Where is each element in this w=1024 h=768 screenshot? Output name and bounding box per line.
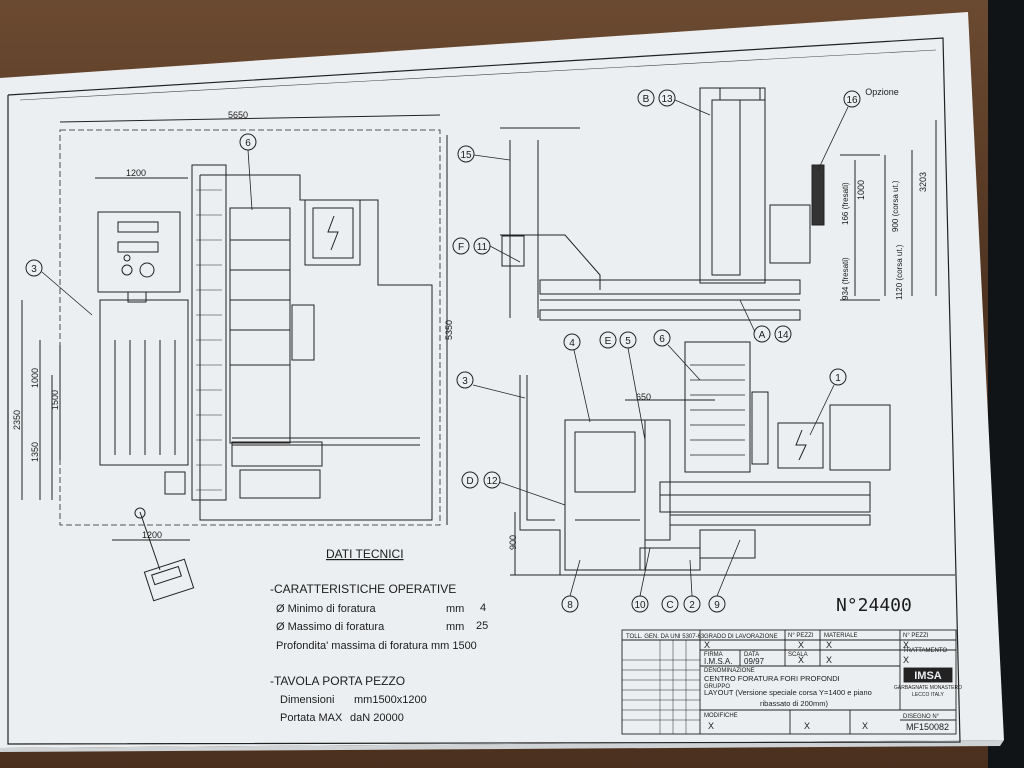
tb-tolerance: TOLL. GEN. DA UNI 5307-63	[626, 634, 705, 640]
tb-denomination-label: DENOMINAZIONE	[704, 668, 755, 674]
tb-drawing-number: MF150082	[906, 722, 949, 732]
company-logo: IMSA	[914, 670, 942, 682]
dim-1120: 1120 (corsa ut.)	[895, 244, 904, 300]
callout-markers	[25, 89, 861, 613]
callout-b: B	[643, 94, 650, 105]
callout-2: 2	[689, 600, 695, 611]
dim-2350: 2350	[12, 410, 22, 430]
dim-1000: 1000	[30, 368, 40, 388]
callout-6: 6	[245, 138, 251, 149]
dim-5350: 5350	[444, 320, 454, 340]
tech-heading: DATI TECNICI	[326, 547, 404, 561]
company-city: GARBAGNATE MONASTERO	[894, 685, 962, 691]
callout-a: A	[759, 330, 766, 341]
table-title: -TAVOLA PORTA PEZZO	[270, 674, 405, 688]
tb-x5: X	[798, 655, 804, 665]
serial-number: N°24400	[836, 595, 912, 616]
title-block	[621, 629, 957, 735]
dim-1200-bottom: 1200	[142, 530, 162, 540]
company-country: LECCO ITALY	[912, 692, 944, 698]
max-load-label: Portata MAX	[280, 712, 343, 724]
tb-modifications-label: MODIFICHE	[704, 713, 738, 719]
tb-date-label: DATA	[744, 652, 759, 658]
tb-description-3: ribassato di 200mm)	[760, 699, 828, 708]
callout-8: 8	[567, 600, 573, 611]
tb-pieces-label: N° PEZZI	[903, 633, 929, 639]
tb-group-label: GRUPPO	[704, 684, 730, 690]
max-drill-label: Ø Massimo di foratura	[276, 621, 385, 633]
tb-x8: X	[708, 721, 714, 731]
callout-5: 5	[625, 336, 631, 347]
callout-16: 16	[846, 95, 858, 106]
dim-5650: 5650	[228, 110, 248, 120]
callout-3b: 3	[462, 376, 468, 387]
min-drill-unit: mm	[446, 603, 464, 615]
tb-x7: X	[903, 655, 909, 665]
dim-1350: 1350	[30, 442, 40, 462]
max-drill-unit: mm	[446, 621, 464, 633]
max-depth: Profondita' massima di foratura mm 1500	[276, 640, 477, 652]
tb-description-2: LAYOUT (Versione speciale corsa Y=1400 e…	[704, 688, 872, 697]
tb-x6: X	[826, 655, 832, 665]
tb-material-label: MATERIALE	[824, 633, 858, 639]
callout-11: 11	[477, 242, 488, 253]
dimensions-label: Dimensioni	[280, 694, 334, 706]
dim-1500: 1500	[50, 390, 60, 410]
tb-x10: X	[862, 721, 868, 731]
max-drill-value: 25	[476, 620, 488, 632]
callout-c: C	[666, 600, 673, 611]
front-view	[510, 341, 955, 576]
callout-10: 10	[634, 600, 646, 611]
tb-x4: X	[903, 640, 909, 650]
callout-15: 15	[460, 150, 472, 161]
tb-signature-label: FIRMA	[704, 652, 723, 658]
tb-grade: GRADO DI LAVORAZIONE	[704, 634, 778, 640]
tb-scale-label: SCALA	[788, 652, 808, 658]
tb-treatment-label: TRATTAMENTO	[903, 648, 947, 654]
tb-replaces: N° PEZZI	[788, 633, 814, 639]
tb-x9: X	[804, 721, 810, 731]
callout-6b: 6	[659, 334, 665, 345]
tb-date: 09/97	[744, 657, 765, 666]
dim-1200-top: 1200	[126, 168, 146, 178]
min-drill-value: 4	[480, 602, 486, 614]
dim-1000-side: 1000	[856, 180, 866, 200]
callout-4: 4	[569, 338, 575, 349]
min-drill-label: Ø Minimo di foratura	[276, 603, 377, 615]
dimensions-value: mm1500x1200	[354, 694, 427, 706]
callout-13: 13	[661, 94, 673, 105]
callout-12: 12	[486, 476, 498, 487]
callout-3: 3	[31, 264, 37, 275]
callout-d: D	[466, 476, 473, 487]
tb-x2: X	[798, 640, 804, 650]
dim-166: 166 (fresati)	[841, 182, 850, 225]
tb-x3: X	[826, 640, 832, 650]
dim-900-corsa: 900 (corsa ut.)	[891, 180, 900, 232]
callout-9: 9	[714, 600, 720, 611]
dim-934: 934 (fresati)	[841, 257, 850, 300]
callout-f: F	[458, 242, 464, 253]
callout-opzione: Opzione	[865, 87, 899, 97]
callout-1: 1	[835, 373, 841, 384]
callout-14: 14	[777, 330, 789, 341]
dim-3203: 3203	[918, 172, 928, 192]
plan-view	[21, 114, 448, 602]
side-view	[500, 87, 937, 321]
tb-x1: X	[704, 640, 710, 650]
dim-900: 900	[508, 535, 518, 550]
callout-e: E	[605, 336, 612, 347]
max-load-value: daN 20000	[350, 712, 404, 724]
tb-signature: I.M.S.A.	[704, 657, 732, 666]
technical-data: DATI TECNICI -CARATTERISTICHE OPERATIVE …	[270, 547, 488, 724]
drawing-border	[7, 37, 961, 745]
tb-description-1: CENTRO FORATURA FORI PROFONDI	[704, 674, 840, 683]
tb-drawing-label: DISEGNO N°	[903, 714, 940, 720]
dim-650: 650	[636, 392, 651, 402]
operating-title: -CARATTERISTICHE OPERATIVE	[270, 582, 456, 596]
